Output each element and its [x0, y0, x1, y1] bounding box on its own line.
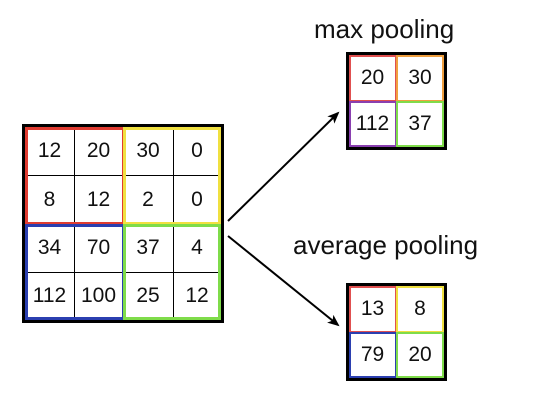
input-cell: 37 [136, 236, 160, 259]
average-pooling-cell: 20 [408, 343, 432, 366]
input-cell: 4 [191, 236, 203, 259]
input-cell: 8 [43, 187, 56, 211]
average-pooling-output: 13 8 79 20 [346, 283, 447, 381]
max-pooling-cell: 20 [360, 66, 385, 89]
average-pooling-cell: 13 [360, 297, 385, 320]
max-pooling-cell: 37 [408, 112, 432, 135]
input-cell: 100 [80, 284, 117, 307]
input-cell: 20 [86, 139, 111, 162]
arrow-to-max-pooling [227, 111, 340, 222]
input-cell: 70 [86, 236, 111, 259]
input-cell: 2 [142, 187, 154, 211]
max-pooling-output: 20 30 112 37 [346, 52, 447, 150]
input-cell: 112 [32, 284, 67, 307]
average-pooling-cell: 8 [414, 297, 426, 320]
max-pooling-title: max pooling [314, 14, 455, 44]
input-cell: 12 [37, 139, 62, 162]
average-pooling-title: average pooling [293, 230, 479, 260]
average-pooling-cell: 79 [360, 343, 385, 366]
max-pooling-cell: 30 [408, 66, 432, 89]
max-pooling-cell: 112 [355, 112, 390, 135]
input-cell: 30 [136, 139, 160, 162]
input-cell: 34 [37, 236, 62, 259]
input-cell: 12 [185, 284, 209, 307]
arrow-to-average-pooling [227, 235, 340, 327]
input-cell: 25 [136, 284, 160, 307]
input-cell: 0 [191, 139, 203, 162]
input-cell: 12 [86, 187, 111, 211]
input-cell: 0 [191, 187, 203, 211]
